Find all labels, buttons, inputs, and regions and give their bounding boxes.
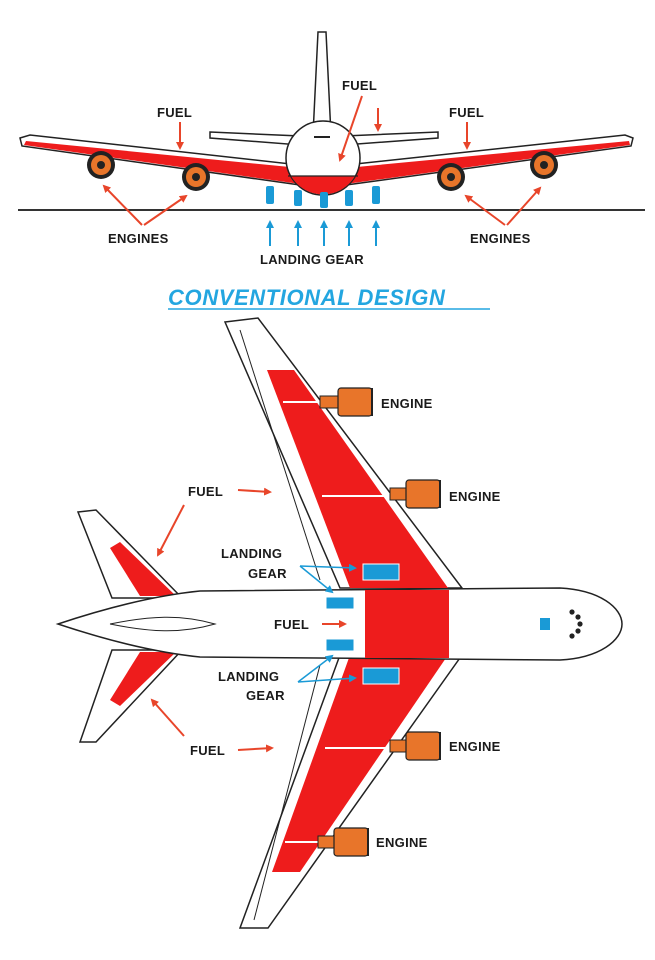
label-landing-gear-top-1: LANDING xyxy=(221,546,282,561)
arrow-icon xyxy=(143,194,188,226)
front-hstab-right xyxy=(343,131,439,146)
label-engines-left: ENGINES xyxy=(108,231,169,246)
top-tail-lower xyxy=(78,649,184,743)
engine-icon xyxy=(317,827,369,857)
wing-flap-line xyxy=(253,664,321,921)
landing-gear-icon xyxy=(325,563,400,685)
arrow-icon xyxy=(150,698,185,737)
label-fuel-left: FUEL xyxy=(157,105,192,120)
arrow-icon xyxy=(506,186,542,226)
fuel-tank-icon xyxy=(267,370,448,588)
arrow-icon xyxy=(299,565,334,594)
label-engine-3: ENGINE xyxy=(449,739,501,754)
label-fuel-fuselage: FUEL xyxy=(274,617,309,632)
arrow-icon xyxy=(102,184,143,226)
arrow-icon xyxy=(464,194,506,226)
front-hstab-left xyxy=(209,131,301,146)
engine-icon xyxy=(389,479,441,509)
fuel-tank-icon xyxy=(110,542,176,596)
front-wing-right-fuel xyxy=(346,141,630,184)
label-fuel-center: FUEL xyxy=(342,78,377,93)
label-landing-gear-bottom-2: GEAR xyxy=(246,688,285,703)
label-engine-4: ENGINE xyxy=(376,835,428,850)
front-fuselage-fuel xyxy=(291,176,355,195)
engine-icon xyxy=(530,151,558,179)
label-engines-right: ENGINES xyxy=(470,231,531,246)
label-fuel-right: FUEL xyxy=(449,105,484,120)
arrow-icon xyxy=(297,674,357,683)
arrow-icon xyxy=(157,504,185,557)
label-engine-1: ENGINE xyxy=(381,396,433,411)
label-engine-2: ENGINE xyxy=(449,489,501,504)
front-view: FUEL FUEL FUEL ENGINES ENGINES LANDING G… xyxy=(18,31,645,267)
top-view: ENGINE ENGINE ENGINE ENGINE FUEL FUEL FU… xyxy=(55,317,623,929)
fuel-tank-icon xyxy=(365,590,449,658)
wing-flap-line xyxy=(239,329,321,581)
engine-icon xyxy=(87,151,115,179)
engine-icon xyxy=(437,163,465,191)
cockpit-windows-icon xyxy=(569,609,583,639)
arrow-icon xyxy=(297,654,334,683)
arrow-icon xyxy=(237,487,272,496)
label-fuel-tail-top: FUEL xyxy=(188,484,223,499)
front-wing-left-fuel xyxy=(24,141,300,184)
landing-gear-icon xyxy=(540,618,550,630)
fuel-tank-icon xyxy=(272,655,448,872)
engine-icon xyxy=(182,163,210,191)
label-landing-gear: LANDING GEAR xyxy=(260,252,364,267)
label-landing-gear-top-2: GEAR xyxy=(248,566,287,581)
arrow-icon xyxy=(338,95,363,162)
tail-cone-line xyxy=(109,616,217,632)
label-landing-gear-bottom-1: LANDING xyxy=(218,669,279,684)
label-fuel-tail-bottom: FUEL xyxy=(190,743,225,758)
front-tail-fin xyxy=(312,31,332,136)
landing-gear-icon xyxy=(266,186,380,208)
diagram-title: CONVENTIONAL DESIGN xyxy=(168,285,446,310)
engine-icon xyxy=(319,387,373,417)
arrow-icon xyxy=(237,744,274,753)
fuel-tank-icon xyxy=(110,652,176,706)
engine-icon xyxy=(389,731,441,761)
arrow-icon xyxy=(299,563,357,572)
